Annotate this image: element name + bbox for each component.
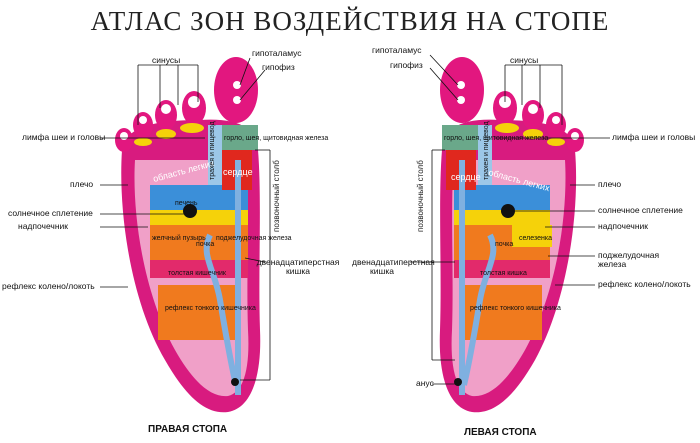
- spine-label-left: позвоночный столб: [416, 160, 425, 232]
- solar-plexus-label-right: солнечное сплетение: [8, 208, 93, 218]
- liver-zone-label: печень: [175, 200, 198, 207]
- hypothalamus-label-right: гипоталамус: [252, 48, 302, 58]
- left-foot: область легких сердце селезенка почка то…: [410, 54, 610, 413]
- heart-zone-label-left: сердце: [451, 172, 481, 182]
- solar-plexus-label-left: солнечное сплетение: [598, 205, 683, 215]
- throat-zone-label: горло, шея, щитовидная железа: [224, 135, 328, 142]
- trachea-zone-label-left: трахея и пищевод: [483, 121, 490, 180]
- shoulder-label-left: плечо: [598, 179, 622, 189]
- anus-label: анус: [416, 378, 434, 388]
- gallbladder-zone-label: желчный пузырь: [152, 234, 206, 242]
- pancreas-zone-label: поджелудочная железа: [216, 235, 292, 242]
- pancreas-label-left: поджелудочная железа: [598, 250, 660, 270]
- spleen-zone-label: селезенка: [519, 235, 552, 242]
- duodenum-label-right: двенадцатиперстная кишка: [256, 257, 340, 277]
- trachea-zone-label: трахея и пищевод: [209, 121, 216, 180]
- spine-label-right: позвоночный столб: [272, 160, 281, 232]
- small-intestine-zone-label-left: рефлекс тонкого кишечника: [470, 305, 561, 312]
- colon-zone-label: толстая кишечник: [168, 270, 227, 277]
- heart-zone-label: сердце: [223, 167, 253, 177]
- shoulder-label-right: плечо: [70, 179, 94, 189]
- page-title: АТЛАС ЗОН ВОЗДЕЙСТВИЯ НА СТОПЕ: [90, 6, 610, 36]
- small-intestine-zone-label: рефлекс тонкого кишечника: [165, 305, 256, 312]
- pituitary-label-left: гипофиз: [390, 60, 423, 70]
- pituitary-label-right: гипофиз: [262, 62, 295, 72]
- lymph-label-right: лимфа шеи и головы: [22, 132, 106, 142]
- sinuses-label-left: синусы: [510, 55, 539, 65]
- adrenal-label-right: надпочечник: [18, 221, 68, 231]
- kidney-zone-label-left: почка: [495, 241, 513, 248]
- lymph-label-left: лимфа шеи и головы: [612, 132, 696, 142]
- right-foot: область легких сердце печень желчный пуз…: [100, 57, 328, 413]
- throat-zone-label-left: горло, шея, щитовидная железа: [444, 135, 548, 142]
- colon-zone-label-left: толстая кишка: [480, 270, 527, 277]
- sinuses-label-right: синусы: [152, 55, 181, 65]
- knee-elbow-label-right: рефлекс колено/локоть: [2, 281, 95, 291]
- right-foot-caption: ПРАВАЯ СТОПА: [148, 424, 228, 435]
- left-foot-caption: ЛЕВАЯ СТОПА: [464, 427, 537, 438]
- duodenum-label-left: двенадцатиперстная кишка: [352, 257, 435, 277]
- kidney-zone-label: почка: [196, 241, 214, 248]
- adrenal-label-left: надпочечник: [598, 221, 648, 231]
- hypothalamus-label-left: гипоталамус: [372, 45, 422, 55]
- knee-elbow-label-left: рефлекс колено/локоть: [598, 279, 691, 289]
